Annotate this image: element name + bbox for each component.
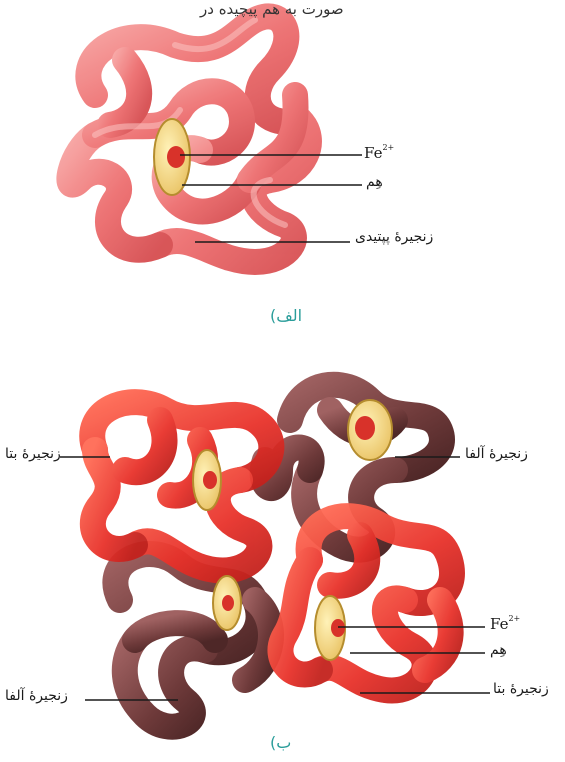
label-a-iron: Fe2+: [364, 144, 394, 162]
header-fragment: صورت به هم پیچیده در: [200, 0, 344, 18]
label-b-alpha-top-right: زنجیرۀ آلفا: [465, 446, 528, 462]
caption-b: ب): [270, 733, 291, 752]
label-b-beta-bottom-right: زنجیرۀ بتا: [493, 681, 549, 697]
label-b-beta-top-left: زنجیرۀ بتا: [5, 446, 61, 462]
label-a-heme: هِم: [366, 174, 383, 190]
label-b-alpha-bottom-left: زنجیرۀ آلفا: [5, 688, 68, 704]
label-b-heme: هِم: [490, 642, 507, 658]
label-b-iron: Fe2+: [490, 615, 520, 633]
caption-a: الف): [270, 306, 302, 325]
figure-b-protein: [92, 385, 452, 727]
figure-a-protein: [69, 16, 309, 262]
label-a-peptide-chain: زنجیرۀ پپتیدی: [355, 229, 433, 245]
